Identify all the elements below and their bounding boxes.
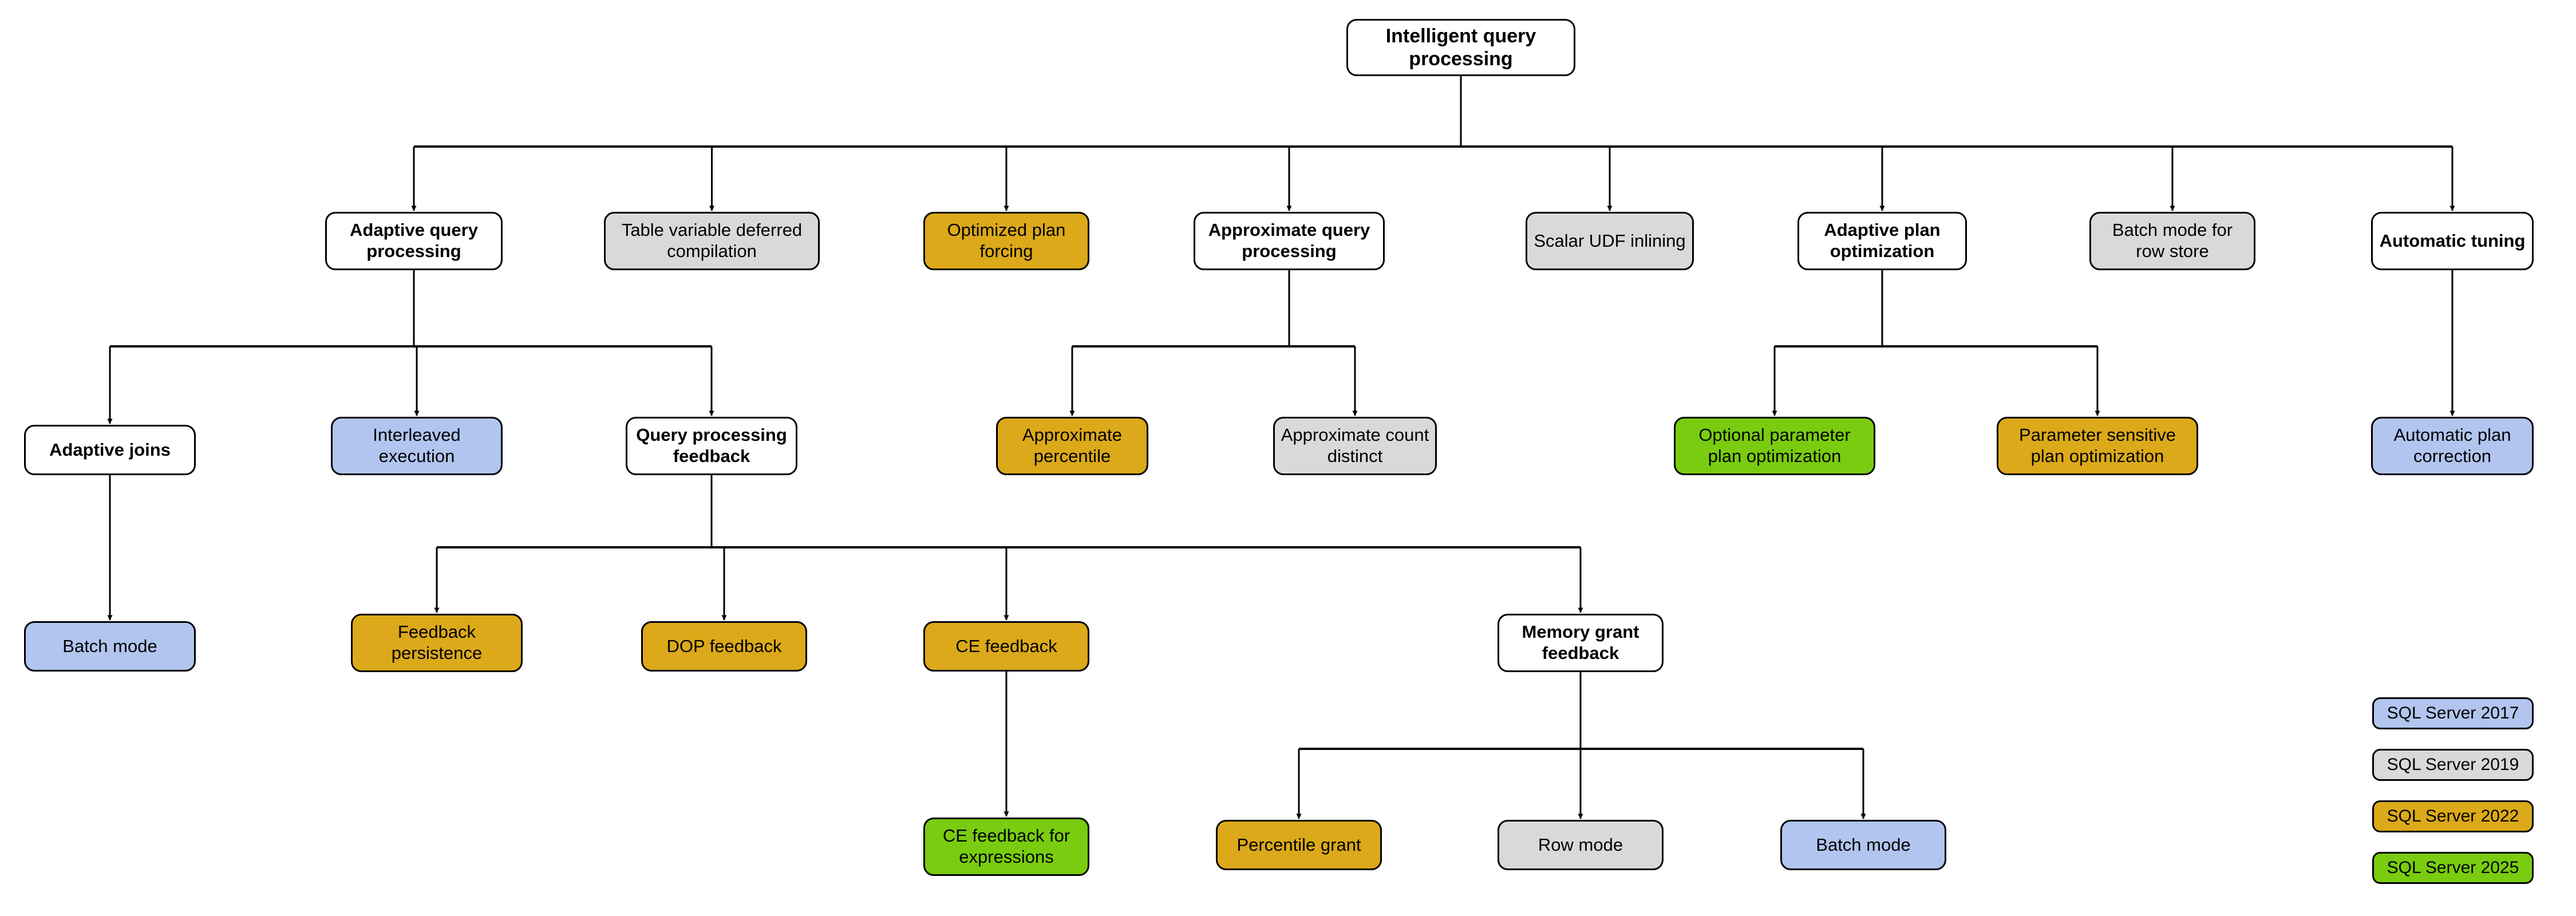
legend-item-label: SQL Server 2025	[2387, 858, 2519, 877]
node-label: Feedback persistence	[391, 622, 483, 663]
legend-item-sql-server-2017: SQL Server 2017	[2372, 697, 2534, 729]
node-oppo[interactable]: Optional parameter plan optimization	[1674, 417, 1875, 475]
node-rowmode[interactable]: Row mode	[1498, 820, 1664, 870]
legend-item-label: SQL Server 2019	[2387, 755, 2519, 774]
node-label: Scalar UDF inlining	[1534, 230, 1686, 251]
node-label: Adaptive plan optimization	[1824, 220, 1941, 261]
node-label: Automatic tuning	[2379, 230, 2526, 251]
node-label: Batch mode	[1816, 834, 1911, 855]
node-opf[interactable]: Optimized plan forcing	[923, 212, 1089, 270]
node-approxcd[interactable]: Approximate count distinct	[1273, 417, 1437, 475]
node-interleaved[interactable]: Interleaved execution	[331, 417, 503, 475]
node-label: DOP feedback	[666, 635, 782, 656]
node-apo[interactable]: Adaptive plan optimization	[1797, 212, 1967, 270]
node-label: Automatic plan correction	[2393, 425, 2511, 466]
node-label: Optional parameter plan optimization	[1698, 425, 1851, 466]
node-label: Adaptive joins	[49, 439, 171, 460]
node-adaptivejoins[interactable]: Adaptive joins	[24, 425, 196, 475]
legend-item-label: SQL Server 2017	[2387, 704, 2519, 722]
node-label: Row mode	[1538, 834, 1623, 855]
node-label: Batch mode	[62, 635, 157, 656]
node-qpf[interactable]: Query processing feedback	[626, 417, 797, 475]
node-label: Batch mode for row store	[2112, 220, 2233, 261]
node-label: Approximate query processing	[1208, 220, 1370, 261]
node-apq[interactable]: Approximate query processing	[1194, 212, 1385, 270]
node-autotune[interactable]: Automatic tuning	[2371, 212, 2534, 270]
node-bmrs[interactable]: Batch mode for row store	[2089, 212, 2255, 270]
node-aqp[interactable]: Adaptive query processing	[325, 212, 503, 270]
node-label: Optimized plan forcing	[947, 220, 1066, 261]
node-root[interactable]: Intelligent query processing	[1346, 19, 1575, 76]
node-cefb[interactable]: CE feedback	[923, 621, 1089, 672]
node-label: Percentile grant	[1236, 834, 1361, 855]
legend-item-sql-server-2019: SQL Server 2019	[2372, 749, 2534, 781]
node-label: Intelligent query processing	[1385, 25, 1536, 70]
node-fbpersist[interactable]: Feedback persistence	[351, 614, 523, 672]
node-batchmode2[interactable]: Batch mode	[1780, 820, 1946, 870]
node-label: Interleaved execution	[373, 425, 461, 466]
legend-item-sql-server-2022: SQL Server 2022	[2372, 800, 2534, 832]
node-label: Approximate count distinct	[1281, 425, 1429, 466]
node-label: Parameter sensitive plan optimization	[2019, 425, 2176, 466]
node-pspo[interactable]: Parameter sensitive plan optimization	[1997, 417, 2198, 475]
node-label: Table variable deferred compilation	[621, 220, 803, 261]
node-approxpct[interactable]: Approximate percentile	[996, 417, 1148, 475]
node-label: CE feedback	[955, 635, 1057, 656]
node-label: Query processing feedback	[636, 425, 787, 466]
legend-item-sql-server-2025: SQL Server 2025	[2372, 852, 2534, 884]
node-sudf[interactable]: Scalar UDF inlining	[1526, 212, 1694, 270]
node-cefbexpr[interactable]: CE feedback for expressions	[923, 818, 1089, 876]
node-label: Memory grant feedback	[1522, 622, 1639, 663]
node-label: Approximate percentile	[1022, 425, 1123, 466]
node-pctgrant[interactable]: Percentile grant	[1216, 820, 1382, 870]
node-label: CE feedback for expressions	[942, 826, 1070, 867]
node-apc[interactable]: Automatic plan correction	[2371, 417, 2534, 475]
node-tvdc[interactable]: Table variable deferred compilation	[604, 212, 820, 270]
node-mgf[interactable]: Memory grant feedback	[1498, 614, 1664, 672]
node-batchmode1[interactable]: Batch mode	[24, 621, 196, 672]
node-dopfb[interactable]: DOP feedback	[641, 621, 807, 672]
node-label: Adaptive query processing	[350, 220, 478, 261]
legend-item-label: SQL Server 2022	[2387, 807, 2519, 826]
